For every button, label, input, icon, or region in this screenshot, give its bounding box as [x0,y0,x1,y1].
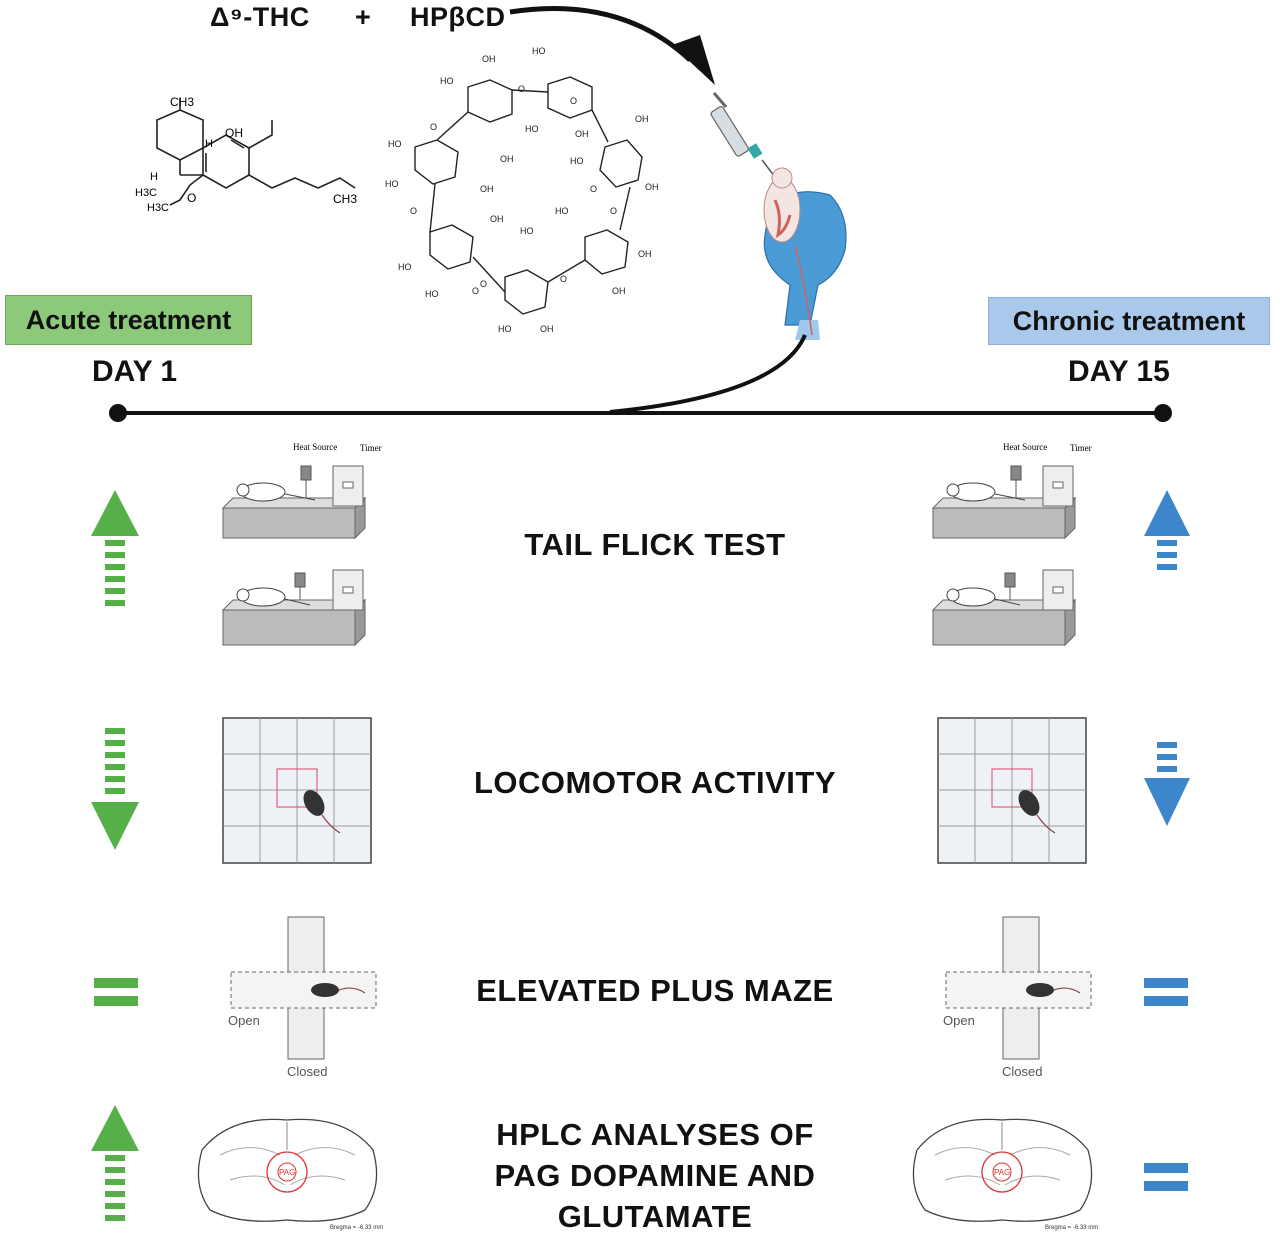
svg-text:Bregma = -6.33 mm: Bregma = -6.33 mm [1045,1225,1098,1231]
svg-text:Timer: Timer [1070,443,1092,453]
syringe-icon [710,92,776,178]
hpbcd-label: HPβCD [410,2,506,32]
chronic-treatment-badge: Chronic treatment [988,297,1270,345]
svg-text:OH: OH [638,249,652,259]
svg-text:HO: HO [520,226,534,236]
svg-text:Timer: Timer [360,443,382,453]
svg-text:O: O [430,122,437,132]
svg-text:HO: HO [498,324,512,334]
hplc-line-1: HPLC ANALYSES OF [496,1117,814,1152]
day-1-label: DAY 1 [92,355,178,388]
thc-h3c-b: H3C [147,202,169,214]
svg-text:HO: HO [425,289,439,299]
timeline-end-dot [1154,404,1172,422]
day-15-label: DAY 15 [1068,355,1170,388]
acute-locomotor-down-arrow [91,728,139,850]
svg-text:O: O [410,206,417,216]
svg-text:HO: HO [570,156,584,166]
chronic-tail-flick-up-arrow [1144,490,1190,570]
acute-hplc-up-arrow [91,1105,139,1221]
svg-text:PAG: PAG [994,1168,1010,1177]
thc-h3c-a: H3C [135,187,157,199]
chronic-brain-section: PAG Bregma = -6.33 mm [912,1118,1098,1231]
test-label-locomotor: LOCOMOTOR ACTIVITY [473,765,837,800]
svg-text:Closed: Closed [287,1064,327,1079]
chronic-plus-maze-equal [1144,978,1188,1006]
svg-text:OH: OH [575,129,589,139]
svg-text:HO: HO [398,262,412,272]
svg-text:O: O [590,184,597,194]
svg-text:OH: OH [480,184,494,194]
timeline [109,334,1172,422]
svg-text:OH: OH [635,114,649,124]
svg-text:OH: OH [482,54,496,64]
svg-text:O: O [560,274,567,284]
thc-h-left: H [150,171,158,183]
svg-text:HO: HO [388,139,402,149]
svg-text:O: O [472,286,479,296]
svg-text:OH: OH [645,182,659,192]
svg-text:Heat Source: Heat Source [1003,442,1047,452]
thc-ch3-top: CH3 [170,95,194,109]
chronic-hplc-equal [1144,1163,1188,1191]
svg-text:OH: OH [490,214,504,224]
thc-ch3-tail: CH3 [333,192,357,206]
mouse-icon [763,167,813,336]
timeline-curve [609,334,807,414]
test-label-hplc: HPLC ANALYSES OF PAG DOPAMINE AND GLUTAM… [450,1114,860,1237]
svg-text:OH: OH [500,154,514,164]
acute-plus-maze-equal [94,978,138,1006]
acute-tail-flick-up-arrow [91,490,139,606]
thc-h-ring: H [205,138,213,150]
chronic-locomotor-down-arrow [1144,742,1190,826]
acute-brain-section: PAG Bregma = -6.33 mm [197,1118,383,1231]
svg-text:OH: OH [540,324,554,334]
test-label-tail-flick: TAIL FLICK TEST [524,527,786,562]
svg-text:HO: HO [385,179,399,189]
thc-oh: OH [225,126,243,140]
svg-text:HO: HO [555,206,569,216]
test-label-plus-maze: ELEVATED PLUS MAZE [476,973,834,1008]
acute-locomotor-arena [222,717,372,864]
svg-text:O: O [610,206,617,216]
svg-text:Heat Source: Heat Source [293,442,337,452]
svg-text:HO: HO [440,76,454,86]
plus-sign: + [355,2,372,32]
thc-o: O [187,191,196,205]
svg-text:HO: HO [525,124,539,134]
chronic-plus-maze: Open Closed [943,916,1092,1079]
svg-text:HO: HO [532,46,546,56]
svg-text:OH: OH [612,286,626,296]
svg-text:Closed: Closed [1002,1064,1042,1079]
acute-tail-flick-apparatus-1: Heat Source Timer [221,442,382,540]
svg-text:Open: Open [228,1013,260,1028]
hplc-line-3: GLUTAMATE [557,1199,753,1234]
acute-plus-maze: Open Closed [228,916,377,1079]
timeline-start-dot [109,404,127,422]
hplc-line-2: PAG DOPAMINE AND [494,1158,816,1193]
acute-tail-flick-apparatus-2 [221,569,367,647]
thc-label: Δ⁹-THC [210,2,310,32]
svg-text:Open: Open [943,1013,975,1028]
injection-illustration [710,92,847,340]
svg-text:PAG: PAG [279,1168,295,1177]
chronic-locomotor-arena [937,717,1087,864]
chronic-tail-flick-apparatus-2 [931,569,1077,647]
svg-text:O: O [570,96,577,106]
svg-text:Bregma = -6.33 mm: Bregma = -6.33 mm [330,1225,383,1231]
svg-text:O: O [518,84,525,94]
svg-text:O: O [480,279,487,289]
acute-treatment-badge: Acute treatment [5,295,252,345]
thc-structure: CH3 OH H H H3C H3C O CH3 [135,95,357,214]
injection-arrow [509,5,715,85]
chronic-tail-flick-apparatus-1: Heat Source Timer [931,442,1092,540]
